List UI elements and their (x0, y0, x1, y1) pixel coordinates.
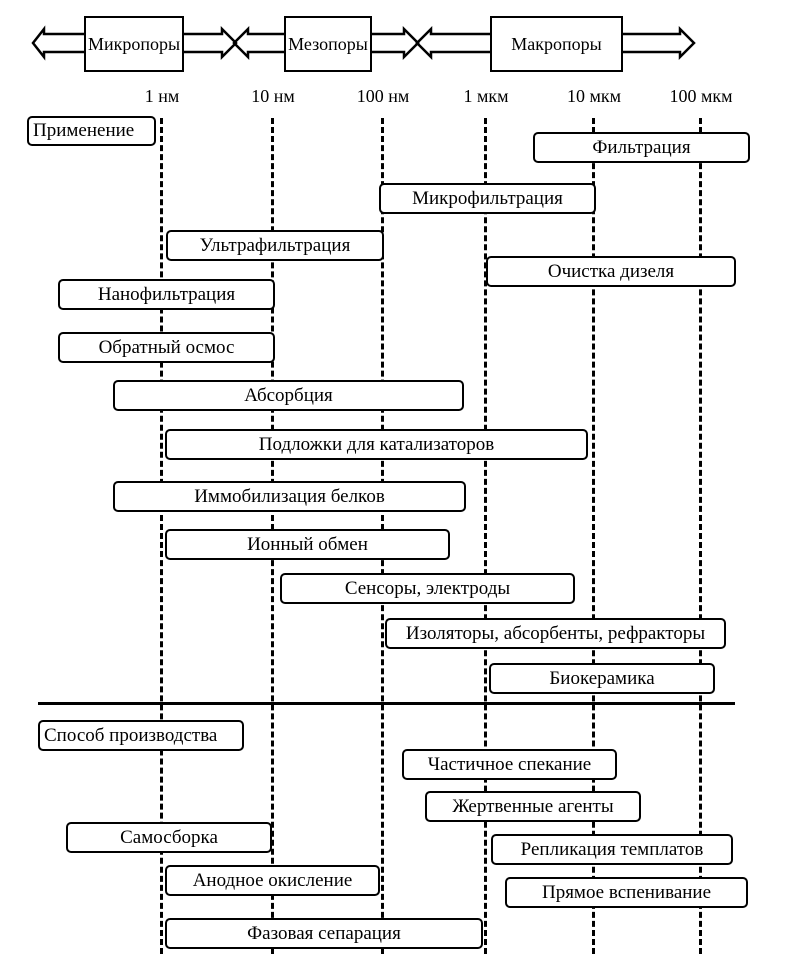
bar-sensors-electrodes: Сенсоры, электроды (280, 573, 575, 604)
gridline-10um (592, 118, 595, 954)
bar-label: Абсорбция (244, 384, 333, 406)
bar-label: Анодное окисление (192, 869, 353, 891)
bar-self-assembly: Самосборка (66, 822, 272, 853)
bar-label: Подложки для катализаторов (258, 433, 495, 455)
bar-label: Жертвенные агенты (452, 795, 614, 817)
scale-tick: 1 нм (144, 86, 180, 106)
bar-label: Очистка дизеля (547, 260, 675, 282)
micropore-arrow (31, 25, 238, 61)
scale-tick: 100 нм (356, 86, 410, 106)
bar-label: Частичное спекание (427, 753, 592, 775)
bar-label: Прямое вспенивание (541, 881, 712, 903)
bar-ion-exchange: Ионный обмен (165, 529, 450, 560)
bar-phase-separation: Фазовая сепарация (165, 918, 483, 949)
gridline-1nm (160, 118, 163, 954)
bar-label: Фильтрация (592, 136, 691, 158)
bar-reverse-osmosis: Обратный осмос (58, 332, 275, 363)
section-header-label: Применение (33, 120, 135, 141)
bar-label: Репликация темплатов (520, 838, 704, 860)
bar-template-replication: Репликация темплатов (491, 834, 733, 865)
bar-label: Обратный осмос (98, 336, 235, 358)
bar-diesel-cleaning: Очистка дизеля (486, 256, 736, 287)
bar-microfiltration: Микрофильтрация (379, 183, 596, 214)
bar-label: Сенсоры, электроды (344, 577, 511, 599)
pore-class-label: Макропоры (511, 33, 602, 54)
gridline-1um (484, 118, 487, 954)
bar-anodic-oxidation: Анодное окисление (165, 865, 380, 896)
bar-label: Изоляторы, абсорбенты, рефракторы (405, 622, 706, 644)
scale-tick: 1 мкм (463, 86, 509, 106)
bar-insulators-absorbents-refractories: Изоляторы, абсорбенты, рефракторы (385, 618, 726, 649)
scale-tick: 100 мкм (669, 86, 733, 106)
scale-tick: 10 нм (251, 86, 295, 106)
bar-filtration: Фильтрация (533, 132, 750, 163)
pore-class-micro: Микропоры (84, 16, 184, 72)
pore-class-macro: Макропоры (490, 16, 623, 72)
bar-label: Микрофильтрация (412, 187, 563, 209)
bar-label: Иммобилизация белков (194, 485, 385, 507)
bar-absorption: Абсорбция (113, 380, 464, 411)
bar-ultrafiltration: Ультрафильтрация (166, 230, 384, 261)
bar-label: Фазовая сепарация (247, 922, 401, 944)
bar-partial-sintering: Частичное спекание (402, 749, 617, 780)
pore-class-arrows (31, 25, 696, 61)
section-header-label: Способ производства (44, 724, 218, 746)
bar-sacrificial-agents: Жертвенные агенты (425, 791, 641, 822)
bar-bioceramics: Биокерамика (489, 663, 715, 694)
bar-catalyst-supports: Подложки для катализаторов (165, 429, 588, 460)
pore-class-meso: Мезопоры (284, 16, 372, 72)
section-header-application: Применение (27, 116, 156, 146)
macropore-arrow (415, 25, 696, 61)
pore-class-label: Микропоры (87, 33, 181, 54)
bar-label: Самосборка (120, 826, 218, 848)
section-divider (38, 702, 735, 705)
section-header-production: Способ производства (38, 720, 244, 751)
bar-label: Биокерамика (549, 667, 655, 689)
gridline-100um (699, 118, 702, 954)
bar-nanofiltration: Нанофильтрация (58, 279, 275, 310)
bar-label: Ионный обмен (247, 533, 368, 555)
bar-label: Нанофильтрация (97, 283, 236, 305)
bar-label: Ультрафильтрация (199, 234, 351, 256)
scale-tick: 10 мкм (566, 86, 622, 106)
pore-class-label: Мезопоры (288, 33, 368, 54)
bar-direct-foaming: Прямое вспенивание (505, 877, 748, 908)
bar-protein-immobilization: Иммобилизация белков (113, 481, 466, 512)
